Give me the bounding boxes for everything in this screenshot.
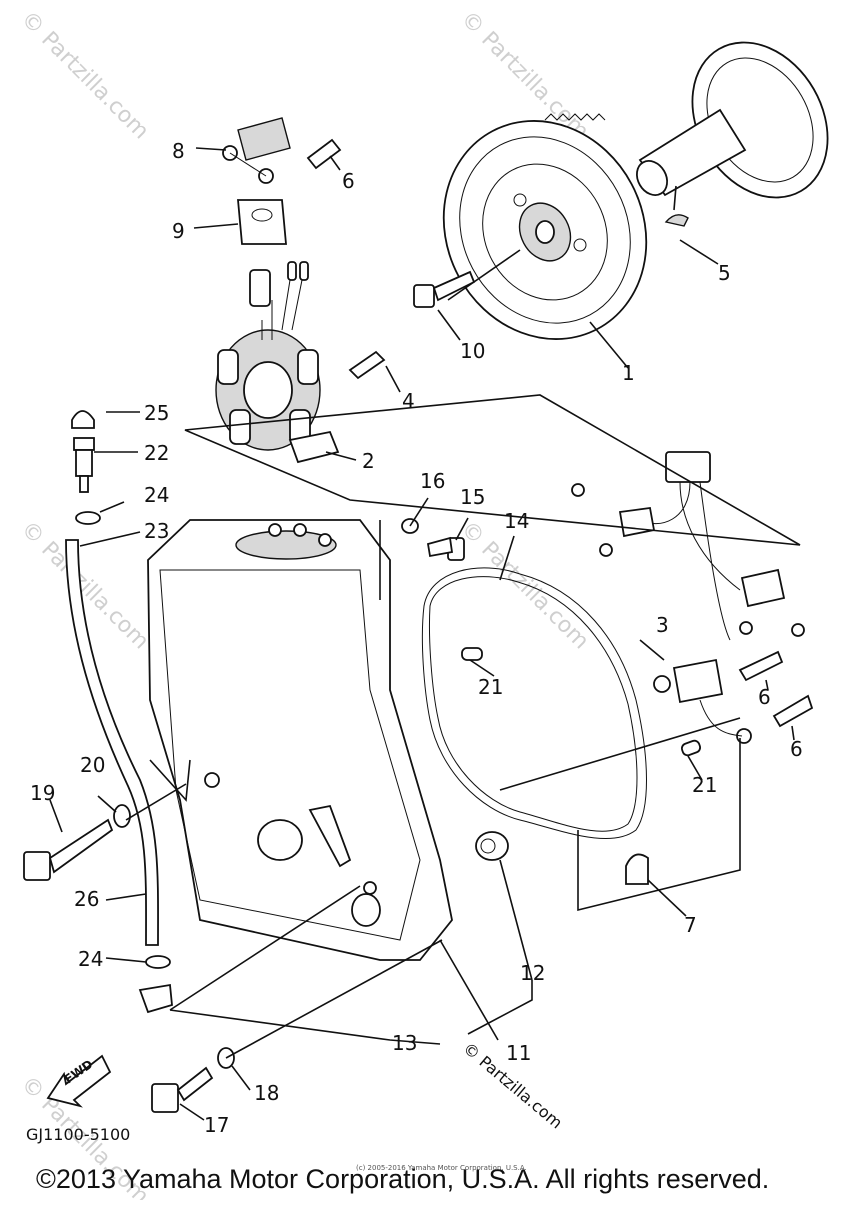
dowel-pin-a-part [461,647,483,661]
lead-holder-part [222,117,291,184]
elbow-joint-part [138,983,173,1014]
callout-2: 2 [362,449,375,473]
bolt-17-part [151,1066,214,1113]
bolt-15-part [426,536,465,561]
screw-6c-part [772,694,814,728]
crankcase-cover-part [147,519,453,961]
screw-6b-part [738,650,784,682]
watermark-mid-center: © Partzilla.com [456,517,594,655]
breather-hose-part [65,539,159,946]
woodruff-key-part [664,214,689,227]
callout-15: 15 [460,485,485,509]
callout-26: 26 [74,887,99,911]
callout-3: 3 [656,613,669,637]
cap-part [71,410,95,429]
callout-10: 10 [460,339,485,363]
callout-19: 19 [30,781,55,805]
callout-labels: 1 2 3 4 5 6 6 6 7 8 9 10 11 12 13 14 15 … [30,139,803,1137]
diagram-code: GJ1100-5100 [26,1125,130,1144]
leader-lines [49,147,801,1121]
grommet-part [237,199,287,245]
watermark-top-left: © Partzilla.com [16,7,154,145]
callout-7: 7 [684,913,697,937]
small-copyright: (c) 2005-2016 Yamaha Motor Corporation, … [356,1164,527,1172]
footer-copyright: ©2013 Yamaha Motor Corporation, U.S.A. A… [36,1164,769,1194]
callout-6-top: 6 [342,169,355,193]
callout-16: 16 [420,469,445,493]
callout-8: 8 [172,139,185,163]
callout-17: 17 [204,1113,229,1137]
callout-9: 9 [172,219,185,243]
flywheel-part [442,113,648,340]
callout-24-top: 24 [144,483,169,507]
callout-6-low: 6 [790,737,803,761]
stator-screw-part [348,350,386,380]
callout-20: 20 [80,753,105,777]
callout-21-a: 21 [478,675,503,699]
collar-part [475,831,509,861]
callout-12: 12 [520,961,545,985]
clamp-part [625,853,649,885]
stator-part [215,261,340,464]
callout-1: 1 [622,361,635,385]
washer-20-part [113,804,131,828]
dowel-pin-b-part [680,739,702,757]
hose-clip-upper-part [75,511,101,525]
callout-24-bottom: 24 [78,947,103,971]
callout-21-b: 21 [692,773,717,797]
callout-5: 5 [718,261,731,285]
callout-22: 22 [144,441,169,465]
flywheel-bolt-part [413,270,476,308]
callout-6-mid: 6 [758,685,771,709]
callout-18: 18 [254,1081,279,1105]
fwd-arrow: FWD [46,1054,112,1108]
hose-clip-lower-part [145,955,171,969]
callout-11: 11 [506,1041,531,1065]
bolt-19-part [23,818,114,881]
callout-13: 13 [392,1031,417,1055]
holder-screw-part [306,138,342,170]
callout-23: 23 [144,519,169,543]
starter-clutch-part [636,41,829,199]
callout-14: 14 [504,509,529,533]
callout-25: 25 [144,401,169,425]
nipple-part [73,437,95,493]
callout-4: 4 [402,389,415,413]
gasket-part [421,567,647,840]
